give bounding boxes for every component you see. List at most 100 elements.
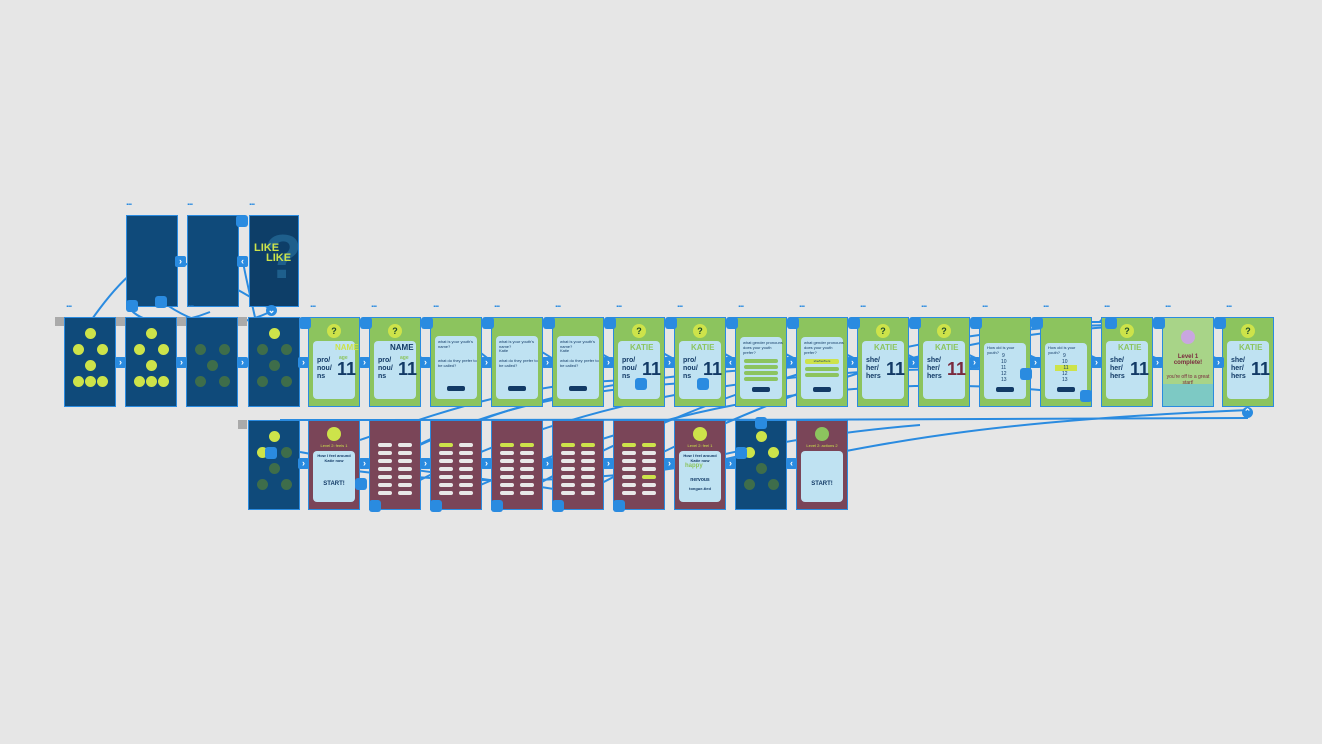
connection-handle[interactable] [299,317,311,329]
word-chip[interactable] [378,467,392,471]
next-arrow-icon[interactable]: › [542,357,553,368]
pronoun-option[interactable] [744,377,778,382]
connection-handle[interactable] [909,317,921,329]
word-chip-selected[interactable] [520,443,534,447]
frame-options-menu[interactable]: ... [249,197,255,208]
next-arrow-icon[interactable]: › [603,458,614,469]
next-arrow-icon[interactable]: › [115,357,126,368]
word-chip[interactable] [398,483,412,487]
frame-options-menu[interactable]: ... [921,299,927,310]
frame-level1-profile-katie-2[interactable]: ? Level 1: who? KATIE pro/ nou/ ns 11 [674,317,726,407]
next-arrow-icon[interactable]: › [664,458,675,469]
word-chip-selected[interactable] [500,443,514,447]
word-chip[interactable] [500,451,514,455]
word-chip[interactable] [622,451,636,455]
connection-handle[interactable] [552,500,564,512]
word-chip[interactable] [398,475,412,479]
frame-level1-profile-final[interactable]: ? Level 1: who? KATIE she/ her/ hers 11 [1222,317,1274,407]
next-arrow-icon[interactable]: › [481,458,492,469]
frame-home-menu-1[interactable] [64,317,116,407]
age-option[interactable]: 9 [1063,352,1066,359]
next-arrow-icon[interactable]: › [786,357,797,368]
next-arrow-icon[interactable]: › [1152,357,1163,368]
connection-handle[interactable] [265,447,277,459]
word-chip[interactable] [378,451,392,455]
word-chip[interactable] [520,483,534,487]
frame-options-menu[interactable]: ... [1104,299,1110,310]
frame-level2-words-5[interactable] [613,420,665,510]
word-chip-selected[interactable] [642,443,656,447]
connection-handle[interactable] [1214,317,1226,329]
word-chip[interactable] [378,483,392,487]
frame-options-menu[interactable]: ... [738,299,744,310]
word-chip[interactable] [398,459,412,463]
connection-handle[interactable] [421,317,433,329]
next-arrow-icon[interactable]: › [176,357,187,368]
word-chip[interactable] [459,491,473,495]
connection-handle[interactable] [369,500,381,512]
next-arrow-icon[interactable]: › [847,357,858,368]
frame-home-menu-5[interactable] [248,420,300,510]
age-option[interactable]: 12 [1001,370,1007,377]
frame-level1-profile-katie[interactable]: ? Level 1: who? KATIE pro/ nou/ ns 11 [613,317,665,407]
connection-handle[interactable] [970,317,982,329]
frame-level2-words-3[interactable] [491,420,543,510]
next-arrow-icon[interactable]: › [481,357,492,368]
frame-options-menu[interactable]: ... [677,299,683,310]
frame-options-menu[interactable]: ... [433,299,439,310]
frame-options-menu[interactable]: ... [799,299,805,310]
word-chip[interactable] [561,475,575,479]
word-chip[interactable] [459,443,473,447]
connection-handle[interactable] [1153,317,1165,329]
word-chip[interactable] [500,459,514,463]
connection-handle[interactable] [543,317,555,329]
age-option[interactable]: 13 [1001,376,1007,383]
frame-options-menu[interactable]: ... [127,299,133,310]
age-option[interactable]: 12 [1062,370,1068,377]
frame-options-menu[interactable]: ... [555,299,561,310]
frame-level2-words-4[interactable] [552,420,604,510]
save-button[interactable] [568,386,588,392]
word-chip[interactable] [642,483,656,487]
start-button[interactable]: START! [323,480,345,487]
frame-home-menu-3[interactable] [186,317,238,407]
next-arrow-icon[interactable]: › [420,357,431,368]
frame-options-menu[interactable]: ... [982,299,988,310]
prev-arrow-icon[interactable]: ‹ [237,256,248,267]
word-chip[interactable] [561,451,575,455]
word-chip[interactable] [622,491,636,495]
connection-handle[interactable] [1080,390,1092,402]
frame-options-menu[interactable]: ... [187,197,193,208]
next-arrow-icon[interactable]: › [175,256,186,267]
age-option[interactable]: 10 [1001,358,1007,365]
word-chip[interactable] [561,491,575,495]
connection-handle[interactable] [735,447,747,459]
frame-splash-2[interactable] [187,215,239,307]
word-chip[interactable] [520,459,534,463]
save-button[interactable] [995,387,1015,393]
frame-level2-words-2[interactable] [430,420,482,510]
save-button[interactable] [812,386,832,392]
frame-home-menu-2[interactable] [125,317,177,407]
next-arrow-icon[interactable]: › [1091,357,1102,368]
frame-options-menu[interactable]: ... [310,299,316,310]
frame-splash-title[interactable]: ? LIKE LIKE [249,215,299,307]
next-arrow-icon[interactable]: › [420,458,431,469]
word-chip[interactable] [642,451,656,455]
word-chip[interactable] [520,475,534,479]
frame-level1-profile-empty-2[interactable]: ? Level 1: who? pro/ nou/ ns NAME age 11 [369,317,421,407]
frame-options-menu[interactable]: ... [1043,299,1049,310]
frame-level1-name-answer-2[interactable]: what is your youth's name? Katie what do… [552,317,604,407]
frame-level1-profile-age-highlight[interactable]: ? Level 1: who? KATIE she/ her/ hers 11 [918,317,970,407]
word-chip[interactable] [500,491,514,495]
word-chip[interactable] [581,483,595,487]
word-chip[interactable] [439,483,453,487]
next-arrow-icon[interactable]: › [603,357,614,368]
frame-level2-words-1[interactable] [369,420,421,510]
frame-level2-actions-intro[interactable]: Level 2: actions 2 START! [796,420,848,510]
frame-options-menu[interactable]: ... [188,299,194,310]
pronoun-selected[interactable]: she/her/hers [805,359,839,365]
word-chip[interactable] [378,491,392,495]
pronoun-option[interactable] [805,367,839,372]
pronoun-option[interactable] [744,365,778,370]
